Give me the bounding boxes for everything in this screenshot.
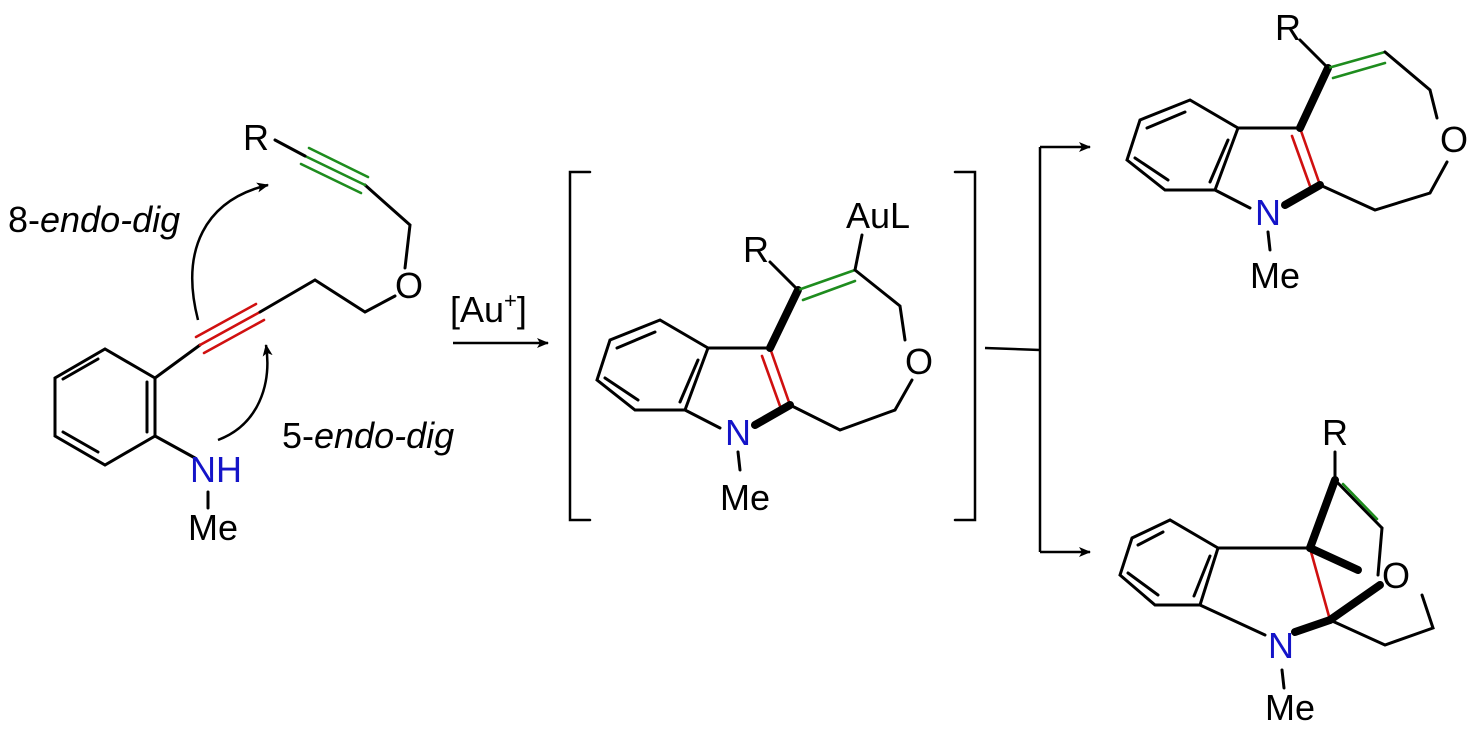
alkyne-8-endo — [299, 146, 370, 195]
r-substituent: R — [743, 229, 769, 270]
benzene-ring — [53, 347, 157, 467]
five-endo-curved-arrow — [217, 344, 273, 442]
azocinoindole-product: N Me R O — [1125, 7, 1468, 296]
alkyne-5-endo — [194, 302, 266, 355]
ring-oxygen: O — [1382, 555, 1410, 596]
n-methyl: Me — [720, 477, 770, 518]
bracket-right — [953, 170, 977, 522]
r-substituent: R — [1322, 412, 1348, 453]
ring-oxygen: O — [905, 341, 933, 382]
bridged-cyclopropane-product: N Me R O — [1118, 412, 1435, 728]
indole-nitrogen: N — [1268, 625, 1294, 666]
vinyl-gold-intermediate: N Me R AuL O — [595, 195, 933, 518]
n-methyl: Me — [1250, 255, 1300, 296]
branch-stem — [984, 346, 1041, 352]
gold-catalyst-label: [Au+] — [450, 288, 527, 330]
indole-nitrogen: N — [725, 412, 751, 453]
five-endo-dig-label: 5-endo-dig — [282, 415, 454, 456]
n-methyl: Me — [188, 507, 238, 548]
eight-endo-curved-arrow — [191, 182, 269, 321]
ether-oxygen: O — [395, 265, 423, 306]
r-substituent: R — [243, 117, 269, 158]
r-substituent: R — [1275, 7, 1301, 48]
eight-endo-dig-label: 8-endo-dig — [8, 199, 180, 240]
bracket-left — [568, 170, 592, 522]
starting-material: O R NH Me — [53, 117, 423, 548]
indole-nitrogen: N — [1255, 192, 1281, 233]
ring-oxygen: O — [1440, 119, 1468, 160]
gold-ligand: AuL — [846, 195, 910, 236]
nh-group: NH — [190, 449, 242, 490]
n-methyl: Me — [1265, 687, 1315, 728]
